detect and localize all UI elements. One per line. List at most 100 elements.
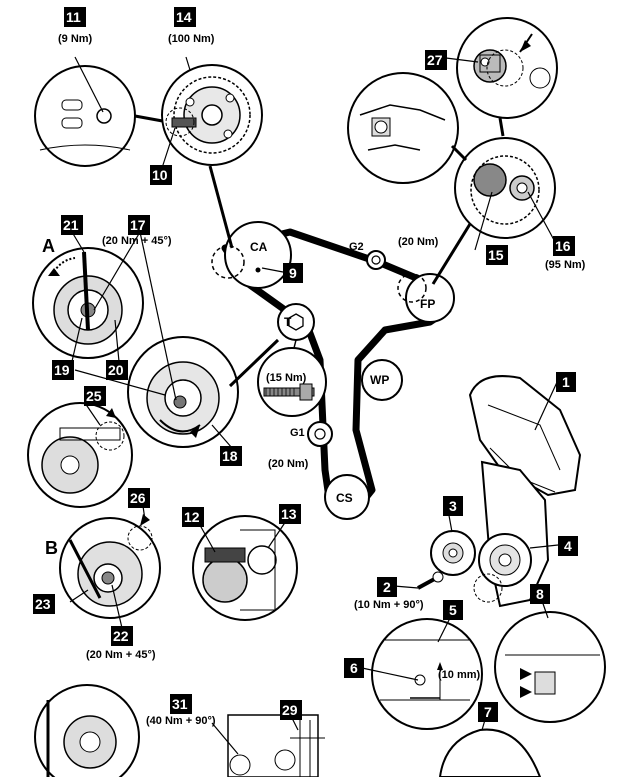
number-25: 25	[86, 388, 102, 404]
callout-8-detail	[494, 611, 606, 723]
number-21: 21	[63, 217, 79, 233]
number-4: 4	[564, 538, 572, 554]
number-3: 3	[449, 498, 457, 514]
pulley-label-fp: FP	[420, 297, 435, 311]
section-letter-a: A	[42, 236, 55, 256]
number-31: 31	[172, 696, 188, 712]
number-box-11: 11	[64, 7, 86, 27]
torque-14: (100 Nm)	[168, 33, 215, 45]
callout-wide-detail	[347, 72, 459, 184]
torque-22: (20 Nm + 45°)	[86, 649, 156, 661]
pulley-3	[430, 530, 476, 576]
number-16: 16	[555, 238, 571, 254]
number-22: 22	[113, 628, 129, 644]
number-12: 12	[184, 509, 200, 525]
water-pump-pulley: WP	[361, 359, 403, 401]
torque-labels: (9 Nm) (100 Nm) (20 Nm + 45°) (95 Nm) (1…	[58, 33, 586, 727]
number-box-26: 26	[128, 488, 150, 508]
number-box-16: 16	[553, 236, 575, 256]
number-box-9: 9	[283, 263, 303, 283]
number-box-15: 15	[486, 245, 508, 265]
number-26: 26	[130, 490, 146, 506]
torque-g1: (20 Nm)	[268, 458, 309, 470]
callout-18-detail	[127, 336, 280, 448]
number-20: 20	[108, 362, 124, 378]
pulley-label-g1: G1	[290, 427, 305, 439]
number-box-22: 22	[111, 626, 133, 646]
number-box-5: 5	[443, 600, 463, 620]
callout-bottom-center	[227, 714, 325, 777]
number-5: 5	[449, 602, 457, 618]
number-14: 14	[176, 9, 192, 25]
number-box-7: 7	[478, 702, 498, 722]
callout-14-detail	[161, 64, 263, 166]
number-10: 10	[152, 167, 168, 183]
callout-B-detail	[59, 514, 161, 619]
idler-g1: G1 (20 Nm)	[268, 421, 333, 470]
number-box-14: 14	[174, 7, 196, 27]
number-box-18: 18	[220, 446, 242, 466]
callout-27-detail	[456, 17, 558, 119]
torque-17: (20 Nm + 45°)	[102, 235, 172, 247]
callout-A-detail	[32, 247, 144, 359]
crankshaft-pulley: CS	[324, 474, 370, 520]
leader-14-ca	[208, 165, 234, 249]
callout-bottom-left	[34, 684, 140, 777]
section-letter-b: B	[45, 538, 58, 558]
number-box-25: 25	[84, 386, 106, 406]
number-19: 19	[54, 362, 70, 378]
fuel-pump-pulley: FP	[397, 273, 455, 323]
number-box-19: 19	[52, 360, 74, 380]
number-box-8: 8	[530, 584, 550, 604]
leader-wide	[450, 144, 468, 162]
number-box-4: 4	[558, 536, 578, 556]
number-29: 29	[282, 702, 298, 718]
number-box-2: 2	[377, 577, 397, 597]
number-23: 23	[35, 596, 51, 612]
number-box-12: 12	[182, 507, 204, 527]
number-8: 8	[536, 586, 544, 602]
callout-11-detail	[34, 65, 169, 167]
number-box-13: 13	[279, 504, 301, 524]
number-box-29: 29	[280, 700, 302, 720]
idler-g2: G2 (20 Nm)	[349, 236, 439, 270]
pulley-label-wp: WP	[370, 373, 389, 387]
number-box-6: 6	[344, 658, 364, 678]
pulley-label-ca: CA	[250, 240, 268, 254]
callout-12-13-detail	[192, 515, 298, 621]
callout-5-detail	[371, 618, 483, 730]
number-box-21: 21	[61, 215, 83, 235]
number-7: 7	[484, 704, 492, 720]
number-box-20: 20	[106, 360, 128, 380]
torque-11: (9 Nm)	[58, 33, 93, 45]
number-box-3: 3	[443, 496, 463, 516]
callout-25-detail	[27, 402, 133, 508]
number-1: 1	[562, 374, 570, 390]
number-box-17: 17	[128, 215, 150, 235]
number-17: 17	[130, 217, 146, 233]
torque-g2: (20 Nm)	[398, 236, 439, 248]
pulley-label-t: T	[284, 315, 292, 329]
tensioner-pulley: T	[277, 303, 315, 341]
bolt-2	[417, 571, 444, 590]
torque-31: (40 Nm + 90°)	[146, 715, 216, 727]
number-6: 6	[350, 660, 358, 676]
torque-2: (10 Nm + 90°)	[354, 599, 424, 611]
leader-27	[498, 117, 505, 137]
callout-15-detail	[454, 137, 556, 239]
pulley-label-cs: CS	[336, 491, 353, 505]
pulley-label-g2: G2	[349, 241, 364, 253]
number-2: 2	[383, 579, 391, 595]
torque-tensioner: (15 Nm)	[266, 372, 307, 384]
number-9: 9	[289, 265, 297, 281]
tensioner-bolt-callout: (15 Nm)	[257, 339, 327, 417]
torque-16: (95 Nm)	[545, 259, 586, 271]
number-boxes: 11 14 10 27 15 16 9 21	[33, 7, 578, 722]
camshaft-pulley: CA	[211, 221, 292, 289]
number-box-27: 27	[425, 50, 447, 70]
leader-15-fp	[431, 223, 472, 285]
number-27: 27	[427, 52, 443, 68]
timing-cover	[468, 375, 582, 497]
pulley-4	[473, 533, 532, 603]
